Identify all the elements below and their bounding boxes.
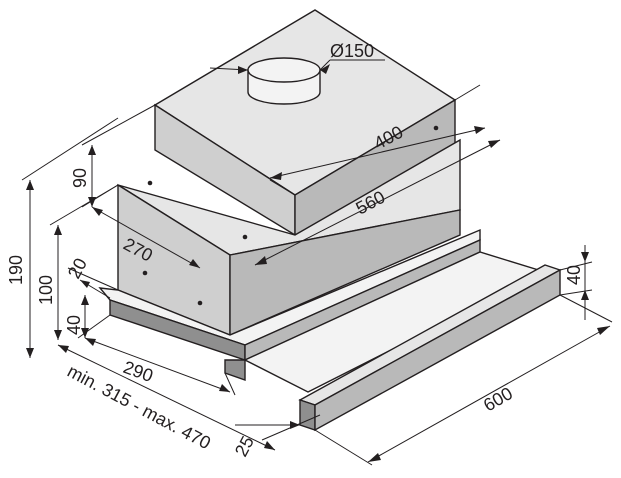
label-depth-25: 25 — [231, 433, 258, 460]
label-offset-20: 20 — [64, 255, 91, 282]
dim-base-40: 40 — [64, 295, 111, 339]
label-width-600: 600 — [480, 383, 516, 415]
screw-dots — [142, 125, 439, 306]
dim-duct-diameter: Ø150 — [209, 41, 385, 74]
visor-front-face — [299, 399, 316, 431]
body-side-face — [229, 209, 461, 337]
label-base-40: 40 — [64, 315, 84, 335]
label-height-90: 90 — [70, 168, 90, 188]
dim-total-height-190: 190 — [6, 117, 119, 358]
label-front-strip-40: 40 — [564, 265, 584, 285]
base-foot — [224, 359, 246, 381]
label-front-290: 290 — [121, 357, 156, 386]
duct-collar — [247, 57, 321, 105]
label-height-100: 100 — [36, 275, 56, 305]
label-duct-diameter: Ø150 — [330, 41, 374, 61]
dim-front-290: 290 — [84, 337, 236, 396]
dim-height-100: 100 — [36, 184, 119, 340]
label-total-height-190: 190 — [6, 255, 26, 285]
